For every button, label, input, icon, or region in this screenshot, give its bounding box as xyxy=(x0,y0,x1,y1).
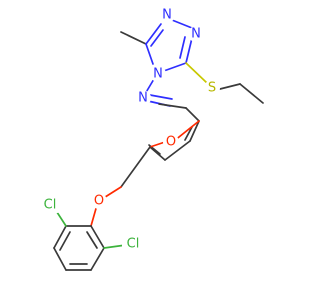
s-atom: S xyxy=(208,81,216,96)
bond-c5-n1-double xyxy=(150,29,164,47)
bond-furan-c2-c3 xyxy=(189,120,200,142)
atom-layer: N N N N S O O Cl Cl xyxy=(39,7,220,252)
bond-furan-c2-c3-double xyxy=(184,126,193,141)
bond-ar-c6-c1-double xyxy=(86,231,98,249)
furan-oxygen: O xyxy=(166,135,176,150)
bond-c3-s xyxy=(185,62,208,84)
chlorine-right: Cl xyxy=(127,237,140,252)
n1-atom: N xyxy=(162,8,172,23)
bond-n2-c3 xyxy=(185,37,193,64)
bond-imine-double xyxy=(149,94,173,100)
chlorine-right-background xyxy=(122,236,144,252)
n3-atom: N xyxy=(153,67,163,82)
n3-atom-background xyxy=(150,66,166,82)
molecule-diagram: N N N N S O O Cl Cl xyxy=(39,7,264,271)
bond-o-aryl xyxy=(90,204,98,227)
bond-ar-c5-c6 xyxy=(90,247,105,271)
bond-c5-n1 xyxy=(145,23,162,45)
bond-n4-c5 xyxy=(145,43,154,65)
bond-n2-c3-double xyxy=(179,36,186,59)
n1-atom-background xyxy=(159,7,175,23)
bond-ar-c2-c3 xyxy=(53,225,67,249)
chlorine-top-background xyxy=(39,197,61,213)
n2-atom-background xyxy=(188,26,204,42)
s-atom-background xyxy=(204,80,220,96)
bond-ethyl xyxy=(239,83,264,104)
n4-atom: N xyxy=(138,91,148,106)
bond-ar-c6-c1 xyxy=(90,225,105,249)
bond-imine-c xyxy=(158,103,187,109)
bond-furan-o-c2 xyxy=(173,120,200,142)
n2-atom: N xyxy=(191,27,201,42)
bond-layer xyxy=(52,17,264,271)
bond-ch-furanc2 xyxy=(185,107,200,122)
chlorine-top: Cl xyxy=(44,198,57,213)
n4-atom-background xyxy=(135,90,151,106)
bond-s-ch2 xyxy=(215,83,241,91)
bond-methyl xyxy=(120,31,147,45)
ether-oxygen-background xyxy=(91,193,107,209)
bond-ar-c3-c4 xyxy=(53,247,67,271)
bond-furan-c3-c4 xyxy=(164,140,191,161)
ether-oxygen: O xyxy=(94,194,104,209)
bond-furan-ch2 xyxy=(120,146,151,188)
bond-ar-c2-c3-double xyxy=(59,231,71,251)
furan-oxygen-background xyxy=(163,134,179,150)
bond-furan-c4-c5 xyxy=(149,146,166,161)
